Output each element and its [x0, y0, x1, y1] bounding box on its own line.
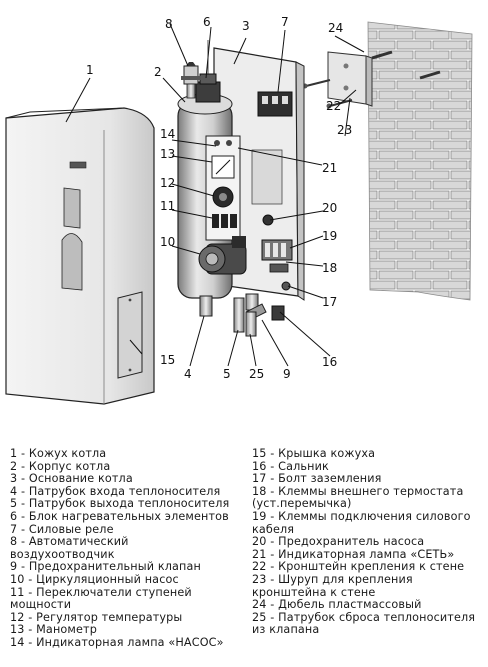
callout-7: 7 [281, 15, 289, 29]
legend-line: (уст.перемычка) [252, 497, 352, 511]
legend-line: 7 - Силовые реле [10, 522, 114, 536]
callout-12: 12 [160, 176, 175, 190]
callout-5: 5 [223, 367, 231, 381]
heating-element-block [195, 40, 221, 103]
pump-fuse [262, 214, 274, 226]
legend-line: 18 - Клеммы внешнего термостата [252, 484, 464, 498]
legend-line: 9 - Предохранительный клапан [10, 560, 201, 574]
callout-22: 22 [326, 99, 341, 113]
callout-18: 18 [322, 261, 337, 275]
brick-wall [367, 21, 473, 301]
cable-gland [271, 305, 285, 321]
base-window [251, 149, 283, 205]
callout-21: 21 [322, 161, 337, 175]
plastic-dowels [371, 50, 441, 80]
callout-20: 20 [322, 201, 337, 215]
legend-line: кронштейна к стене [252, 585, 376, 599]
legend-line: кабеля [252, 522, 295, 536]
legend-line: 2 - Корпус котла [10, 459, 111, 473]
callout-17: 17 [322, 295, 337, 309]
callout-8: 8 [165, 17, 173, 31]
callout-19: 19 [322, 229, 337, 243]
legend-line: 22 - Кронштейн крепления к стене [252, 560, 465, 574]
callout-13: 13 [160, 147, 175, 161]
boiler-casing [5, 107, 155, 405]
callout-25: 25 [249, 367, 264, 381]
callout-9: 9 [283, 367, 291, 381]
base-plate-edge [295, 61, 305, 301]
callout-14: 14 [160, 127, 175, 141]
callout-11: 11 [160, 199, 175, 213]
callout-10: 10 [160, 235, 175, 249]
legend-line: 25 - Патрубок сброса теплоносителя [252, 610, 476, 624]
legend-line: 20 - Предохранитель насоса [252, 535, 425, 549]
pipes [199, 293, 267, 337]
legend-line: 6 - Блок нагревательных элементов [10, 509, 229, 523]
ground-bolt [281, 281, 291, 291]
legend-line: воздухоотводчик [10, 547, 115, 561]
circulation-pump [198, 236, 247, 275]
legend-line: 24 - Дюбель пластмассовый [252, 598, 422, 612]
callout-6: 6 [203, 15, 211, 29]
wall-bracket [327, 51, 373, 107]
legend-line: 3 - Основание котла [10, 472, 133, 486]
power-relays [257, 91, 293, 117]
callout-16: 16 [322, 355, 337, 369]
legend-line: 5 - Патрубок выхода теплоносителя [10, 497, 230, 511]
legend-line: 1 - Кожух котла [10, 447, 107, 460]
callout-4: 4 [184, 367, 192, 381]
legend-line: 15 - Крышка кожуха [252, 447, 376, 460]
legend-line: 19 - Клеммы подключения силового [252, 509, 471, 523]
terminal-blocks [261, 239, 293, 273]
callout-2: 2 [154, 65, 162, 79]
legend-line: 21 - Индикаторная лампа «СЕТЬ» [252, 547, 455, 561]
legend-line: 13 - Манометр [10, 623, 97, 637]
control-panel [205, 135, 241, 241]
leader-lines [65, 23, 365, 367]
legend-line: из клапана [252, 623, 320, 637]
legend-line: 8 - Автоматический [10, 535, 129, 549]
callout-1: 1 [86, 63, 94, 77]
legend-line: мощности [10, 598, 72, 612]
legend-line: 11 - Переключатели ступеней [10, 585, 192, 599]
legend-line: 12 - Регулятор температуры [10, 610, 183, 624]
legend-line: 10 - Циркуляционный насос [10, 572, 179, 586]
callout-15: 15 [160, 353, 175, 367]
legend-line: 4 - Патрубок входа теплоносителя [10, 484, 221, 498]
boiler-exploded-diagram: 1 2 3 4 5 6 7 8 9 10 11 12 13 14 15 16 1… [5, 15, 473, 405]
legend-line: 17 - Болт заземления [252, 472, 382, 486]
air-vent [181, 62, 201, 99]
legend-line: 16 - Сальник [252, 459, 329, 473]
legend-line: 14 - Индикаторная лампа «НАСОС» [10, 635, 224, 649]
legend-line: 23 - Шуруп для крепления [252, 572, 413, 586]
callout-23: 23 [337, 123, 352, 137]
callout-3: 3 [242, 19, 250, 33]
callout-24: 24 [328, 21, 343, 35]
